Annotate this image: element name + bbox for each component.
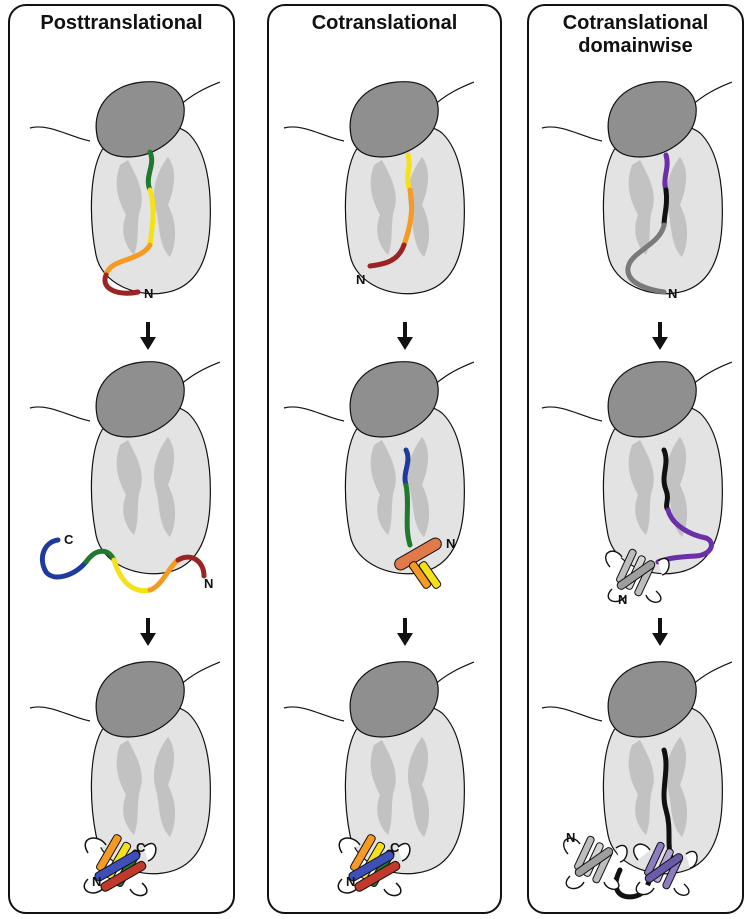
c-terminus-label: C <box>136 840 146 855</box>
n-terminus-label: N <box>618 592 627 607</box>
n-terminus-label: N <box>92 874 101 889</box>
p3-step2: N <box>542 362 732 607</box>
p2-step1: N <box>284 82 474 294</box>
ribosome <box>542 362 732 574</box>
arrow-down-icon <box>140 322 156 350</box>
p2-step2: N <box>284 362 474 590</box>
arrow-down-icon <box>140 618 156 646</box>
n-terminus-label: N <box>144 286 153 301</box>
c-terminus-label: C <box>390 840 400 855</box>
arrow-down-icon <box>652 618 668 646</box>
arrow-down-icon <box>397 618 413 646</box>
n-terminus-label: N <box>566 830 575 845</box>
p3-step1: N <box>542 82 732 301</box>
p1-step1: N <box>30 82 220 301</box>
n-terminus-label: N <box>346 874 355 889</box>
p2-step3: C N <box>284 662 474 896</box>
n-terminus-label: N <box>356 272 365 287</box>
n-terminus-label: N <box>668 286 677 301</box>
p1-step2: C N <box>30 362 220 591</box>
p1-step3: C N <box>30 662 220 896</box>
arrow-down-icon <box>652 322 668 350</box>
ribosome <box>542 82 732 294</box>
n-terminus-label: N <box>204 576 213 591</box>
c-terminus-label: C <box>64 532 74 547</box>
p3-step3: N <box>542 662 732 897</box>
arrow-down-icon <box>397 322 413 350</box>
n-terminus-label: N <box>446 536 455 551</box>
